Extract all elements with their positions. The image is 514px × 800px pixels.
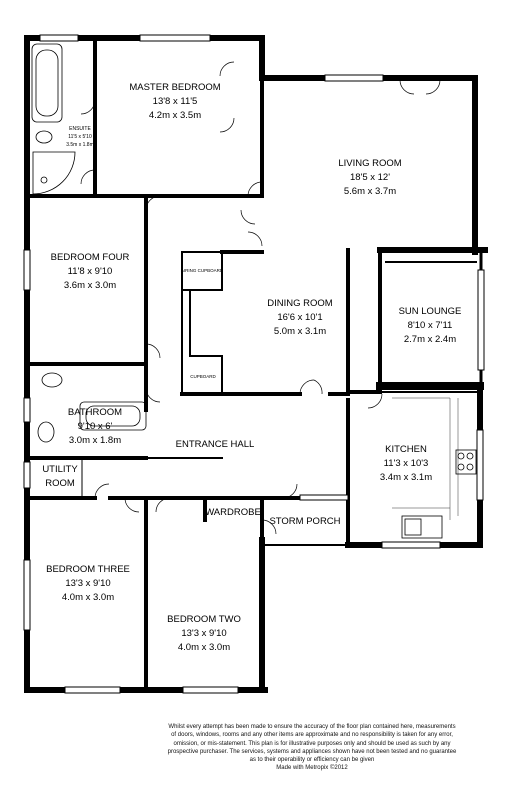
bedroom-two-imperial: 13'3 x 9'10 bbox=[181, 628, 226, 639]
master-bedroom-name: MASTER BEDROOM bbox=[129, 82, 220, 93]
living-room-name: LIVING ROOM bbox=[338, 158, 401, 169]
bedroom-two-name: BEDROOM TWO bbox=[167, 614, 241, 625]
bedroom-two-metric: 4.0m x 3.0m bbox=[178, 642, 230, 653]
living-room-metric: 5.6m x 3.7m bbox=[344, 186, 396, 197]
bedroom-four-imperial: 11'8 x 9'10 bbox=[68, 266, 113, 277]
wardrobe-label: WARDROBE bbox=[205, 507, 261, 518]
disclaimer-line: of doors, windows, rooms and any other i… bbox=[171, 732, 453, 739]
disclaimer-line: Whilst every attempt has been made to en… bbox=[168, 724, 456, 730]
bathroom-metric: 3.0m x 1.8m bbox=[69, 435, 121, 446]
ensuite-name: ENSUITE bbox=[69, 126, 91, 132]
bathroom-name: BATHROOM bbox=[68, 407, 122, 418]
sink bbox=[401, 515, 443, 539]
master-bedroom-imperial: 13'8 x 11'5 bbox=[153, 96, 198, 107]
entrance-hall-name: ENTRANCE HALL bbox=[176, 439, 255, 450]
ensuite-bath bbox=[31, 43, 63, 123]
ensuite-shower bbox=[32, 151, 76, 195]
disclaimer-credit: Made with Metropix ©2012 bbox=[276, 765, 348, 772]
sun-lounge-name: SUN LOUNGE bbox=[399, 306, 462, 317]
bedroom-four-name: BEDROOM FOUR bbox=[51, 252, 130, 263]
master-bedroom-metric: 4.2m x 3.5m bbox=[149, 110, 201, 121]
ensuite-imperial: 11'5 x 5'10 bbox=[68, 134, 92, 140]
dining-room-metric: 5.0m x 3.1m bbox=[274, 326, 326, 337]
cupboard-label: CUPBOARD bbox=[190, 374, 216, 379]
airing-cupboard-label: AIRING CUPBOARD bbox=[181, 268, 224, 273]
bathroom-toilet bbox=[37, 421, 55, 443]
sun-lounge-metric: 2.7m x 2.4m bbox=[404, 334, 456, 345]
ensuite-metric: 3.5m x 1.8m bbox=[66, 142, 94, 148]
bedroom-three-imperial: 13'3 x 9'10 bbox=[65, 578, 110, 589]
kitchen-imperial: 11'3 x 10'3 bbox=[384, 458, 429, 469]
utility-room-line2: ROOM bbox=[45, 478, 75, 489]
dining-room-imperial: 16'6 x 10'1 bbox=[277, 312, 322, 323]
sun-lounge-imperial: 8'10 x 7'11 bbox=[408, 320, 453, 331]
bathroom-imperial: 9'10 x 6' bbox=[78, 421, 113, 432]
bedroom-three-name: BEDROOM THREE bbox=[46, 564, 130, 575]
bath bbox=[79, 401, 147, 431]
kitchen-metric: 3.4m x 3.1m bbox=[380, 472, 432, 483]
doors bbox=[80, 61, 441, 535]
disclaimer-line: as to their operability or efficiency ca… bbox=[249, 757, 375, 764]
room-labels: MASTER BEDROOM 13'8 x 11'5 4.2m x 3.5m E… bbox=[42, 82, 461, 653]
storm-porch-label: STORM PORCH bbox=[269, 516, 340, 527]
dining-room-name: DINING ROOM bbox=[267, 298, 333, 309]
ensuite-toilet bbox=[35, 130, 53, 144]
fixtures bbox=[31, 43, 477, 539]
disclaimer-line: omission, or mis-statement. This plan is… bbox=[173, 740, 451, 747]
disclaimer: Whilst every attempt has been made to en… bbox=[118, 723, 506, 773]
basin bbox=[41, 372, 63, 388]
bedroom-four-metric: 3.6m x 3.0m bbox=[64, 280, 116, 291]
hob bbox=[455, 449, 477, 475]
windows bbox=[23, 34, 485, 694]
utility-room-line1: UTILITY bbox=[42, 464, 78, 475]
bedroom-three-metric: 4.0m x 3.0m bbox=[62, 592, 114, 603]
kitchen-name: KITCHEN bbox=[385, 444, 427, 455]
disclaimer-line: prospective purchaser. The services, sys… bbox=[167, 748, 457, 755]
living-room-imperial: 18'5 x 12' bbox=[350, 172, 390, 183]
